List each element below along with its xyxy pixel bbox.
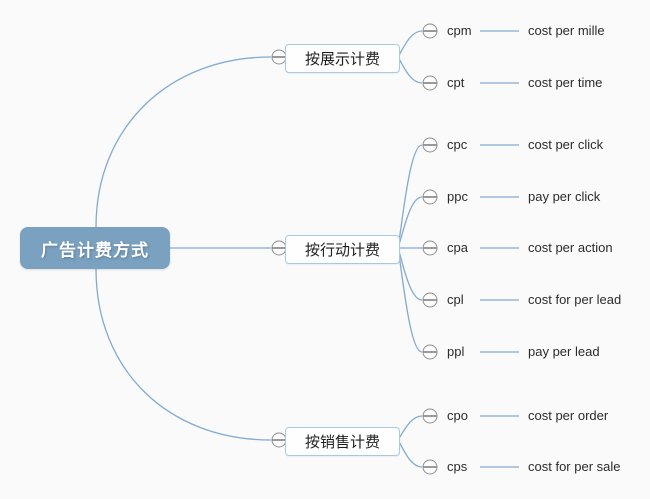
edge-line — [95, 268, 272, 441]
leaf-node[interactable]: ppc — [447, 189, 468, 204]
leaf-node[interactable]: cpo — [447, 408, 468, 423]
leaf-node[interactable]: cpc — [447, 137, 468, 152]
leaf-node[interactable]: ppl — [447, 344, 465, 359]
leaf-node[interactable]: cpl — [447, 292, 464, 307]
leaf-detail-node[interactable]: cost for per lead — [528, 292, 622, 307]
collapse-icon[interactable] — [422, 292, 438, 308]
edge-line — [397, 144, 423, 249]
leaf-detail-node[interactable]: cost per order — [528, 408, 609, 423]
edge-line — [397, 56, 423, 84]
collapse-icon[interactable] — [271, 432, 287, 448]
leaf-detail-node[interactable]: pay per click — [528, 189, 601, 204]
collapse-icon[interactable] — [422, 137, 438, 153]
edge-line — [397, 30, 423, 58]
edge-line — [397, 415, 423, 441]
leaf-detail-node[interactable]: cost for per sale — [528, 459, 621, 474]
branch-node[interactable]: 按销售计费 — [285, 426, 400, 456]
root-node[interactable]: 广告计费方式 — [20, 227, 170, 269]
collapse-icon[interactable] — [422, 189, 438, 205]
leaf-node[interactable]: cpt — [447, 75, 465, 90]
leaf-node[interactable]: cpm — [447, 23, 472, 38]
edge-line — [397, 247, 423, 353]
leaf-detail-node[interactable]: cost per mille — [528, 23, 605, 38]
leaf-detail-node[interactable]: cost per time — [528, 75, 603, 90]
collapse-icon[interactable] — [422, 459, 438, 475]
collapse-icon[interactable] — [422, 344, 438, 360]
collapse-icon[interactable] — [422, 240, 438, 256]
edge-line — [95, 56, 272, 228]
collapse-icon[interactable] — [422, 23, 438, 39]
collapse-icon[interactable] — [422, 408, 438, 424]
branch-node[interactable]: 按展示计费 — [285, 43, 400, 73]
leaf-detail-node[interactable]: pay per lead — [528, 344, 600, 359]
leaf-detail-node[interactable]: cost per action — [528, 240, 613, 255]
collapse-icon[interactable] — [422, 75, 438, 91]
leaf-node[interactable]: cpa — [447, 240, 468, 255]
collapse-icon[interactable] — [271, 240, 287, 256]
leaf-detail-node[interactable]: cost per click — [528, 137, 604, 152]
leaf-node[interactable]: cps — [447, 459, 468, 474]
edge-line — [397, 439, 423, 468]
branch-node[interactable]: 按行动计费 — [285, 234, 400, 264]
